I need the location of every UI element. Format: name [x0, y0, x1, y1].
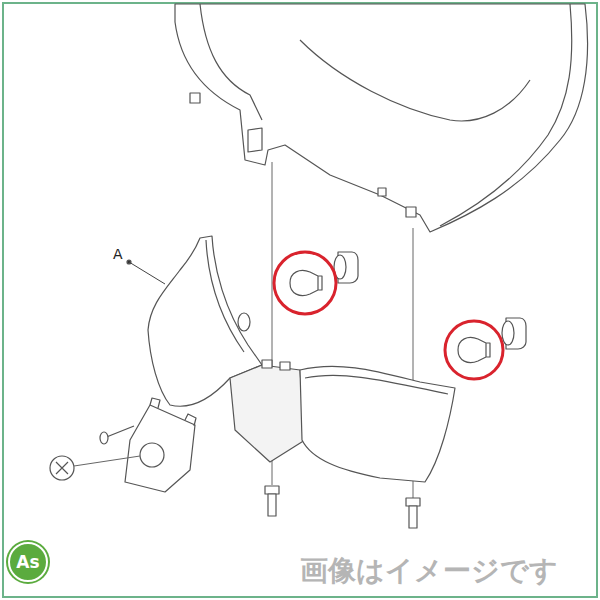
- emblem-mark: [56, 462, 68, 474]
- part-label: A: [113, 246, 123, 262]
- lens-edge: [206, 240, 244, 352]
- socket-hole: [238, 313, 250, 331]
- panel-line: [200, 4, 262, 120]
- panel-line: [440, 4, 572, 226]
- bracket-plate: [125, 405, 195, 492]
- highlight-circle: [274, 252, 336, 314]
- logo-text: As: [16, 552, 39, 572]
- nut: [378, 188, 386, 196]
- bolt: [406, 498, 420, 506]
- nut: [406, 207, 416, 217]
- lens-edge: [305, 375, 448, 394]
- screw: [104, 426, 134, 438]
- highlight: [274, 252, 503, 379]
- bolt: [409, 506, 417, 528]
- socket: [502, 321, 514, 345]
- line-art: [50, 4, 588, 528]
- panel-line: [300, 40, 530, 121]
- clip: [262, 360, 272, 368]
- highlight-circle: [445, 321, 503, 379]
- center-housing: [230, 365, 305, 462]
- emblem: [50, 456, 74, 480]
- bracket-tab: [150, 398, 196, 426]
- screw: [100, 432, 108, 444]
- bulb: [290, 270, 322, 295]
- leader-line: [74, 456, 140, 466]
- frame: [3, 3, 597, 597]
- nut: [190, 93, 200, 103]
- clip: [280, 362, 290, 370]
- watermark: 画像はイメージです: [300, 552, 558, 590]
- logo-badge: As: [8, 542, 48, 582]
- bulb: [458, 337, 490, 362]
- panel-tab: [248, 128, 262, 152]
- bracket-hole: [140, 443, 164, 467]
- bolt: [268, 494, 276, 516]
- leader-line: [129, 262, 165, 284]
- bolt: [265, 486, 279, 494]
- body-panel: [175, 4, 588, 232]
- right-lens: [300, 366, 455, 482]
